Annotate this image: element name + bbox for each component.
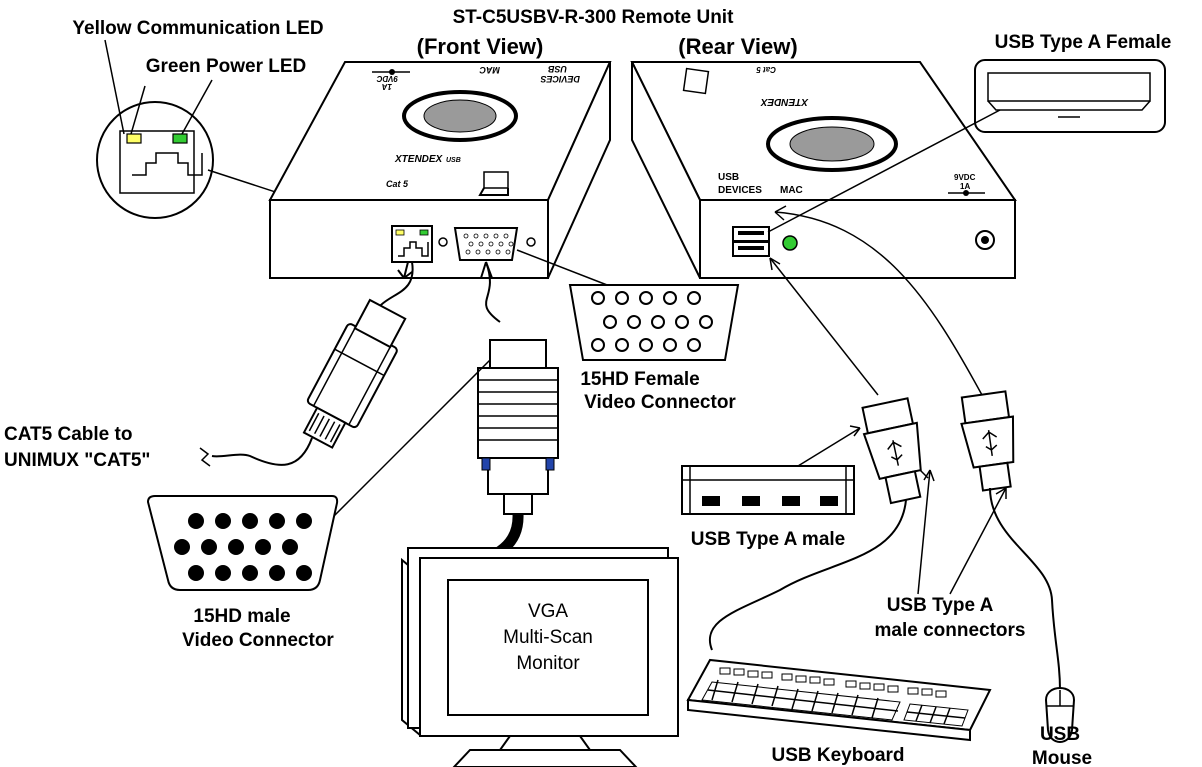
rear-power-text: 9VDC — [954, 173, 976, 182]
usb-plug-keyboard — [861, 397, 922, 505]
rear-brand-text: XTENDEX — [759, 96, 809, 107]
front-cat5-text: Cat 5 — [386, 179, 409, 189]
usb-keyboard — [686, 658, 992, 742]
rear-view-label: (Rear View) — [678, 34, 797, 59]
diagram-title: ST-C5USBV-R-300 Remote Unit — [453, 7, 735, 28]
front-view-label: (Front View) — [417, 34, 544, 59]
rj45-zoom-callout — [96, 101, 214, 219]
monitor-text-line1: VGA — [528, 601, 568, 622]
front-devices-text: DEVICES — [540, 74, 580, 84]
green-led-label: Green Power LED — [146, 56, 307, 77]
rear-devices-text: DEVICES — [718, 185, 762, 196]
mouse-label-line2: Mouse — [1032, 748, 1092, 767]
hd15-female-label-line1: 15HD Female — [580, 369, 699, 390]
monitor-text-line2: Multi-Scan — [503, 627, 593, 648]
yellow-led-icon — [126, 133, 142, 144]
rear-mac-text: MAC — [780, 185, 803, 196]
rear-usb-text: USB — [718, 172, 739, 183]
hd15-port[interactable] — [453, 227, 519, 261]
mac-led-icon — [782, 235, 798, 251]
rj45-plug — [302, 298, 407, 449]
front-unit: XTENDEX USB Cat 5 MAC USB DEVICES 9VDC 1… — [268, 61, 612, 279]
mouse-label-line1: USB — [1040, 724, 1080, 745]
rear-unit: XTENDEX Cat 5 USB DEVICES MAC 9VDC 1A — [630, 61, 1017, 279]
hd15-male-label-line2: Video Connector — [182, 630, 334, 651]
rear-cat5-text: Cat 5 — [756, 65, 776, 74]
usb-mouse — [1044, 687, 1076, 743]
hd15-female-label-line2: Video Connector — [584, 392, 736, 413]
cat5-cable-label-line2: UNIMUX "CAT5" — [4, 450, 150, 471]
hd15-male-label-line1: 15HD male — [193, 606, 290, 627]
green-led-icon — [172, 133, 188, 144]
vga-plug — [477, 339, 559, 515]
yellow-led-label: Yellow Communication LED — [72, 18, 323, 39]
front-usb-text: USB — [547, 64, 567, 74]
cat5-cable-label-line1: CAT5 Cable to — [4, 424, 132, 445]
usb-male-zoom — [681, 465, 855, 515]
usb-plug-mouse — [960, 390, 1015, 492]
front-brand-suffix: USB — [446, 157, 461, 164]
usb-connectors-label-line2: male connectors — [875, 620, 1026, 641]
keyboard-label: USB Keyboard — [771, 745, 904, 766]
vga-monitor — [401, 547, 679, 767]
front-brand-text: XTENDEX — [394, 154, 444, 165]
rear-power-amp-text: 1A — [960, 182, 970, 191]
front-power-amp-text: 1A — [382, 82, 392, 91]
front-power-text: 9VDC — [376, 74, 398, 83]
usb-female-zoom — [974, 59, 1166, 133]
usb-type-a-female-label: USB Type A Female — [995, 32, 1172, 53]
front-mac-text: MAC — [479, 65, 500, 75]
usb-connectors-label-line1: USB Type A — [887, 595, 994, 616]
usb-type-a-male-label: USB Type A male — [691, 529, 846, 550]
monitor-text-line3: Monitor — [516, 653, 580, 674]
